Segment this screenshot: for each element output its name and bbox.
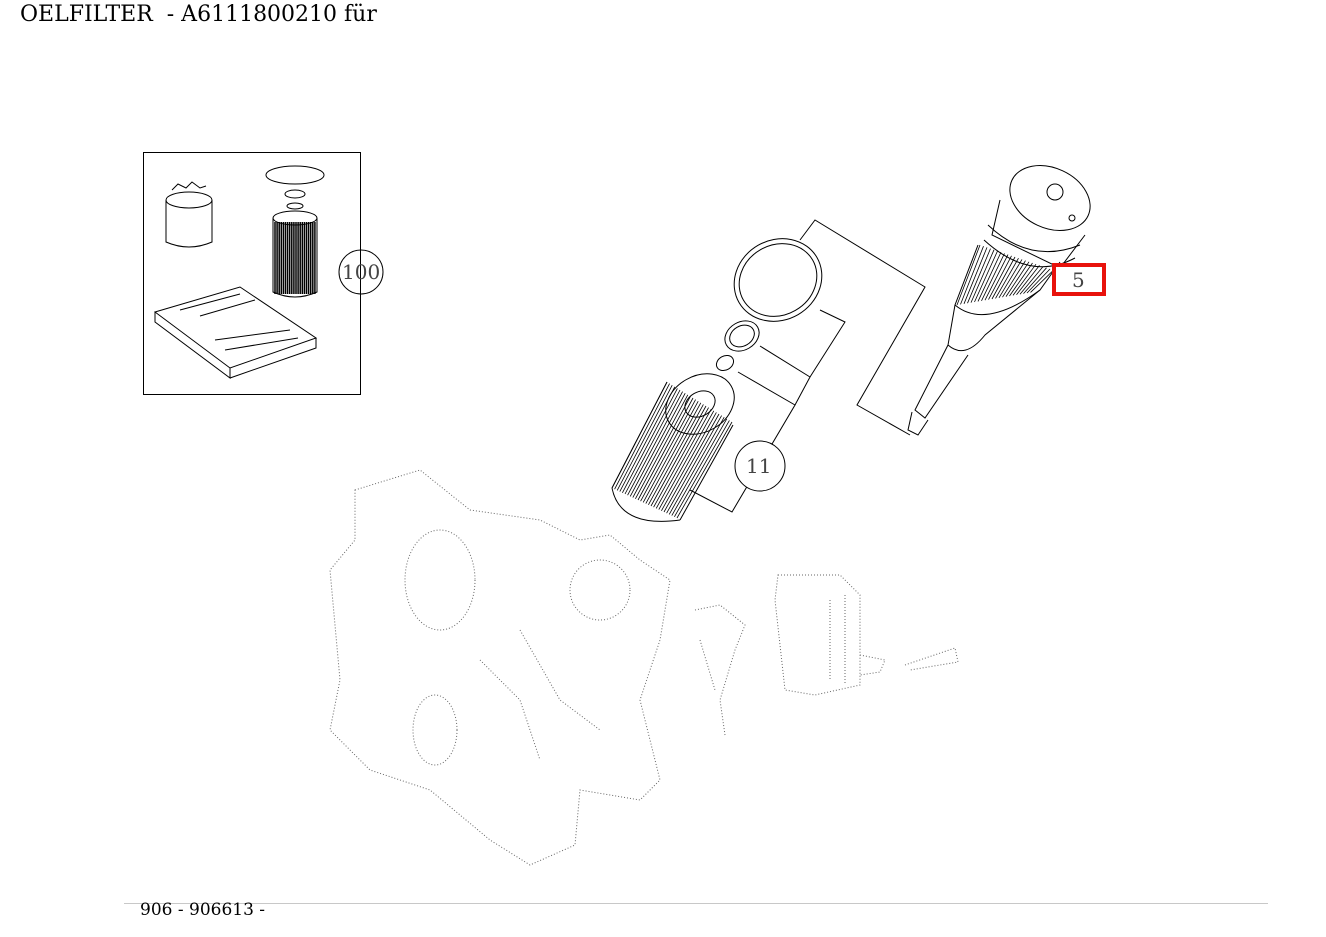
pleat-line — [658, 410, 715, 510]
pleat-line — [666, 415, 722, 514]
pleat-line — [650, 405, 707, 507]
pleat-line — [1023, 267, 1047, 294]
pleat-line — [676, 421, 733, 519]
callout-label-100: 100 — [342, 260, 380, 284]
oil-filter-housing — [907, 165, 1091, 436]
pleat-line — [1005, 261, 1030, 297]
pleat-line — [970, 249, 995, 303]
pleat-line — [616, 385, 673, 491]
pleat-line — [963, 247, 988, 304]
pleat-line — [663, 413, 720, 513]
pleat-line — [984, 254, 1009, 301]
pleat-line — [988, 255, 1012, 300]
pleat-line — [1012, 263, 1037, 296]
callout-label-5: 5 — [1072, 268, 1085, 292]
filter-kit-inset — [143, 152, 361, 395]
pleat-line — [671, 418, 728, 516]
pleat-line — [674, 420, 730, 517]
page-title: OELFILTER - A6111800210 für — [20, 2, 377, 27]
pleat-line — [991, 256, 1016, 300]
pleat-line — [619, 386, 676, 492]
o-ring-large — [733, 238, 823, 322]
pleat-line — [627, 391, 683, 496]
pleat-line — [642, 401, 699, 503]
pleat-line — [668, 417, 725, 515]
filter-element-11 — [611, 373, 735, 522]
pleat-line — [624, 389, 681, 495]
pleat-line — [614, 383, 670, 490]
pleat-line — [611, 381, 668, 489]
pleat-line — [632, 394, 689, 498]
pleat-line — [645, 402, 702, 504]
footer-reference: 906 - 906613 - — [140, 900, 266, 920]
air-filter-drawing — [153, 286, 318, 379]
pleat-line — [1026, 268, 1051, 294]
engine-background-drawing — [329, 469, 959, 866]
pleat-line — [960, 246, 984, 305]
pleat-line — [655, 409, 712, 509]
pleat-line — [648, 404, 704, 505]
pleat-line — [1016, 265, 1040, 296]
leader-lines — [689, 219, 926, 513]
pleat-line — [998, 259, 1023, 299]
pleat-line — [981, 253, 1005, 301]
pleat-line — [1030, 269, 1054, 293]
pleat-line — [637, 397, 694, 501]
callout-label-11: 11 — [746, 454, 771, 478]
pleat-line — [1009, 262, 1033, 297]
pleat-line — [956, 244, 981, 306]
pleat-line — [1019, 266, 1044, 295]
fuel-filter-drawing — [165, 181, 213, 248]
callout-100[interactable]: 100 — [338, 249, 384, 295]
pleat-line — [661, 412, 717, 511]
pleat-line — [977, 252, 1002, 302]
callout-5[interactable]: 5 — [1052, 263, 1106, 296]
pleat-line — [995, 258, 1019, 299]
o-ring-small — [715, 354, 735, 372]
pleat-line — [629, 393, 686, 497]
o-ring-medium — [724, 320, 760, 352]
callout-11[interactable]: 11 — [734, 440, 786, 492]
pleat-line — [653, 407, 709, 508]
pleat-line — [622, 388, 678, 493]
footer-divider — [124, 903, 1268, 904]
pleat-line — [640, 399, 696, 502]
pleat-line — [635, 396, 691, 499]
pleat-line — [1002, 260, 1026, 298]
pleat-line — [967, 248, 991, 304]
pleat-line — [974, 250, 998, 303]
oil-filter-element-drawing — [265, 165, 325, 298]
